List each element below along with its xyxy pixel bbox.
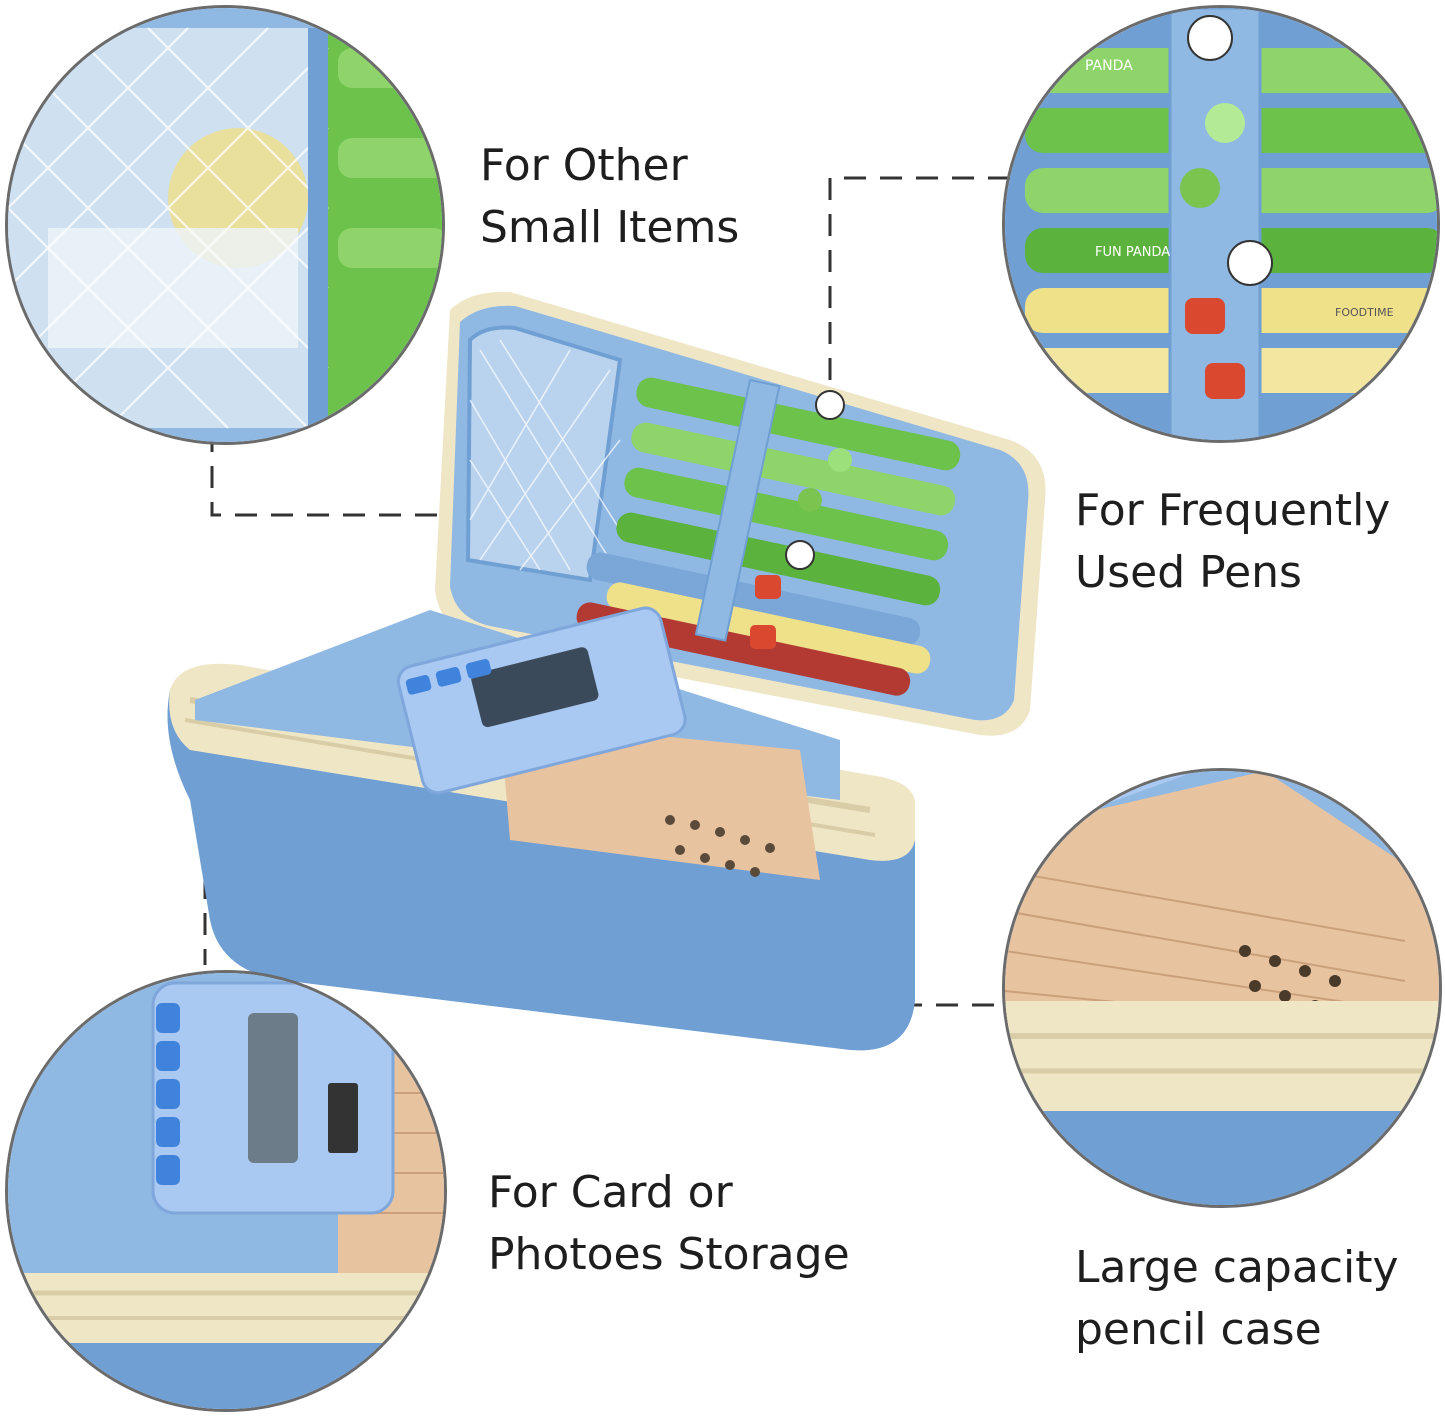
- label-large-capacity-line2: pencil case: [1075, 1304, 1322, 1355]
- label-large-capacity: Large capacity pencil case: [1075, 1237, 1399, 1361]
- zoom-circle-pens: PANDA FUN PANDA FOODTIME: [1002, 5, 1440, 443]
- zoom-circle-mesh-pocket: [5, 5, 445, 445]
- label-frequent-pens-line1: For Frequently: [1075, 485, 1391, 536]
- connector-frequent-pens: [828, 176, 1010, 455]
- label-small-items: For Other Small Items: [480, 135, 739, 259]
- label-frequent-pens: For Frequently Used Pens: [1075, 480, 1390, 604]
- label-small-items-line1: For Other: [480, 140, 688, 191]
- zoom-circle-calculator: [5, 970, 447, 1412]
- label-card-storage: For Card or Photoes Storage: [488, 1162, 850, 1286]
- pencils-bundle: [500, 720, 820, 880]
- label-large-capacity-line1: Large capacity: [1075, 1242, 1399, 1293]
- zoom-circle-pencils: [1002, 768, 1442, 1208]
- label-frequent-pens-line2: Used Pens: [1075, 547, 1302, 598]
- pen-brand-text: PANDA: [1085, 58, 1133, 74]
- pen-brand-food-text: FOODTIME: [1335, 306, 1394, 319]
- label-card-storage-line1: For Card or: [488, 1167, 733, 1218]
- pencil-case-main: [167, 291, 1046, 1051]
- calculator: [396, 606, 687, 795]
- label-card-storage-line2: Photoes Storage: [488, 1229, 850, 1280]
- pen-brand-alt-text: FUN PANDA: [1095, 245, 1170, 260]
- label-small-items-line2: Small Items: [480, 202, 740, 253]
- pens-on-lid: [576, 377, 961, 696]
- connector-small-items: [210, 430, 540, 517]
